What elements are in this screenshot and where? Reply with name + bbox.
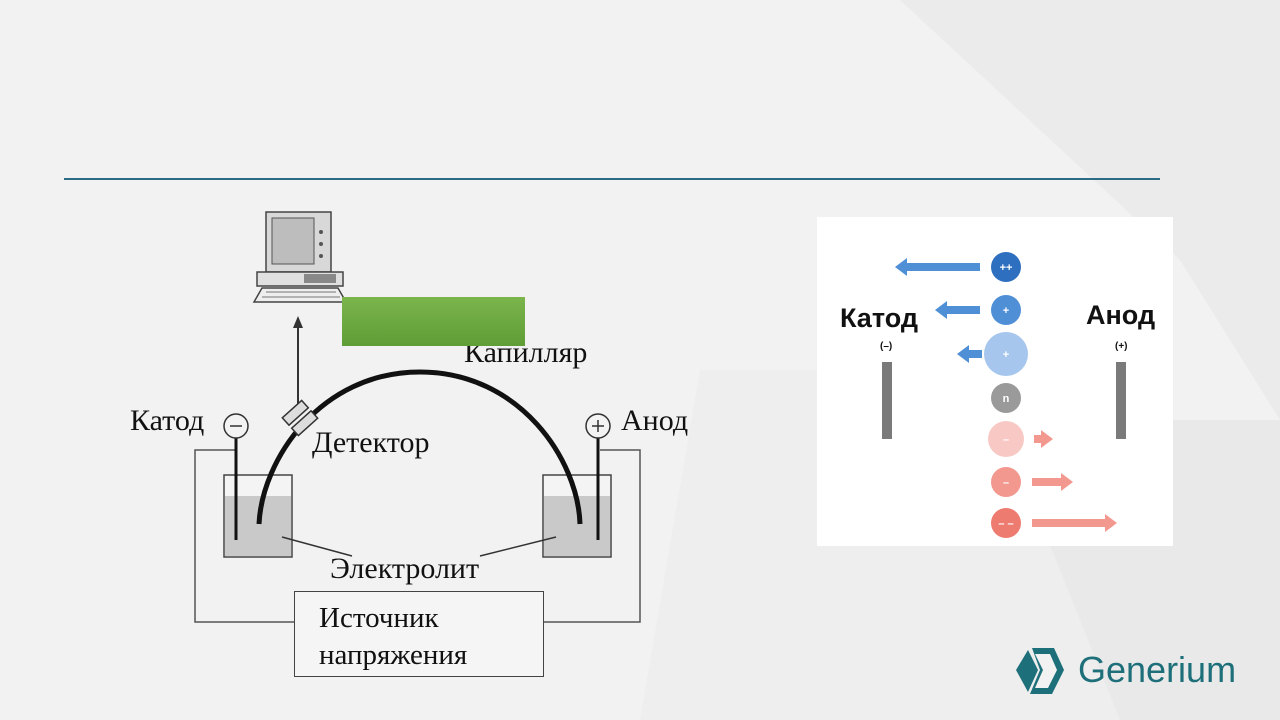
- migration-arrow-right: [1034, 430, 1053, 448]
- highlight-box: [342, 297, 525, 346]
- ion-circle: [991, 295, 1021, 325]
- cathode-electrode-bar: [882, 362, 892, 439]
- anode-sign: (+): [1115, 341, 1128, 352]
- ion-charge-label: +: [1003, 305, 1009, 317]
- ion-charge-label: n: [1003, 393, 1010, 405]
- ion-circle: [991, 383, 1021, 413]
- ion-charge-label: –: [1003, 434, 1009, 446]
- ion-circle: [984, 332, 1028, 376]
- cathode-label: Катод: [130, 404, 204, 437]
- electrolyte-label: Электролит: [330, 552, 479, 585]
- ion-circle: [991, 252, 1021, 282]
- ion-charge-label: +: [1003, 349, 1009, 361]
- ion-circle: [991, 467, 1021, 497]
- ion-charge-label: ++: [1000, 262, 1013, 274]
- migration-arrow-left: [895, 258, 980, 276]
- anode-terminal-icon: [585, 413, 611, 439]
- migration-arrow-right: [1032, 473, 1073, 491]
- voltage-source-box: Источник напряжения: [294, 591, 544, 677]
- title-divider: [64, 178, 1160, 180]
- generium-logo-icon: [1016, 648, 1064, 694]
- generium-logo: Generium: [1010, 644, 1240, 700]
- ion-charge-label: – –: [998, 518, 1013, 530]
- brand-name: Generium: [1078, 649, 1237, 690]
- migration-arrow-left: [957, 345, 982, 363]
- cathode-terminal-icon: [223, 413, 249, 439]
- capillary-tube: [256, 369, 583, 525]
- detector-icon: [281, 399, 319, 437]
- ion-charge-label: –: [1003, 477, 1009, 489]
- anode-label: Анод: [621, 404, 688, 437]
- voltage-source-line1: Источник: [319, 602, 439, 634]
- panel-anode-label: Анод: [1086, 300, 1156, 330]
- migration-arrow-right: [1032, 514, 1117, 532]
- anode-electrode-bar: [1116, 362, 1126, 439]
- panel-cathode-label: Катод: [840, 303, 918, 333]
- computer-icon: [252, 211, 348, 303]
- cathode-sign: (–): [880, 341, 893, 352]
- ion-circle: [991, 508, 1021, 538]
- migration-arrow-left: [935, 301, 980, 319]
- ion-circle: [988, 421, 1024, 457]
- voltage-source-line2: напряжения: [319, 639, 468, 671]
- detector-label: Детектор: [312, 426, 429, 459]
- ion-migration-panel: Катод Анод (–) (+) ++++n––– –: [817, 217, 1173, 546]
